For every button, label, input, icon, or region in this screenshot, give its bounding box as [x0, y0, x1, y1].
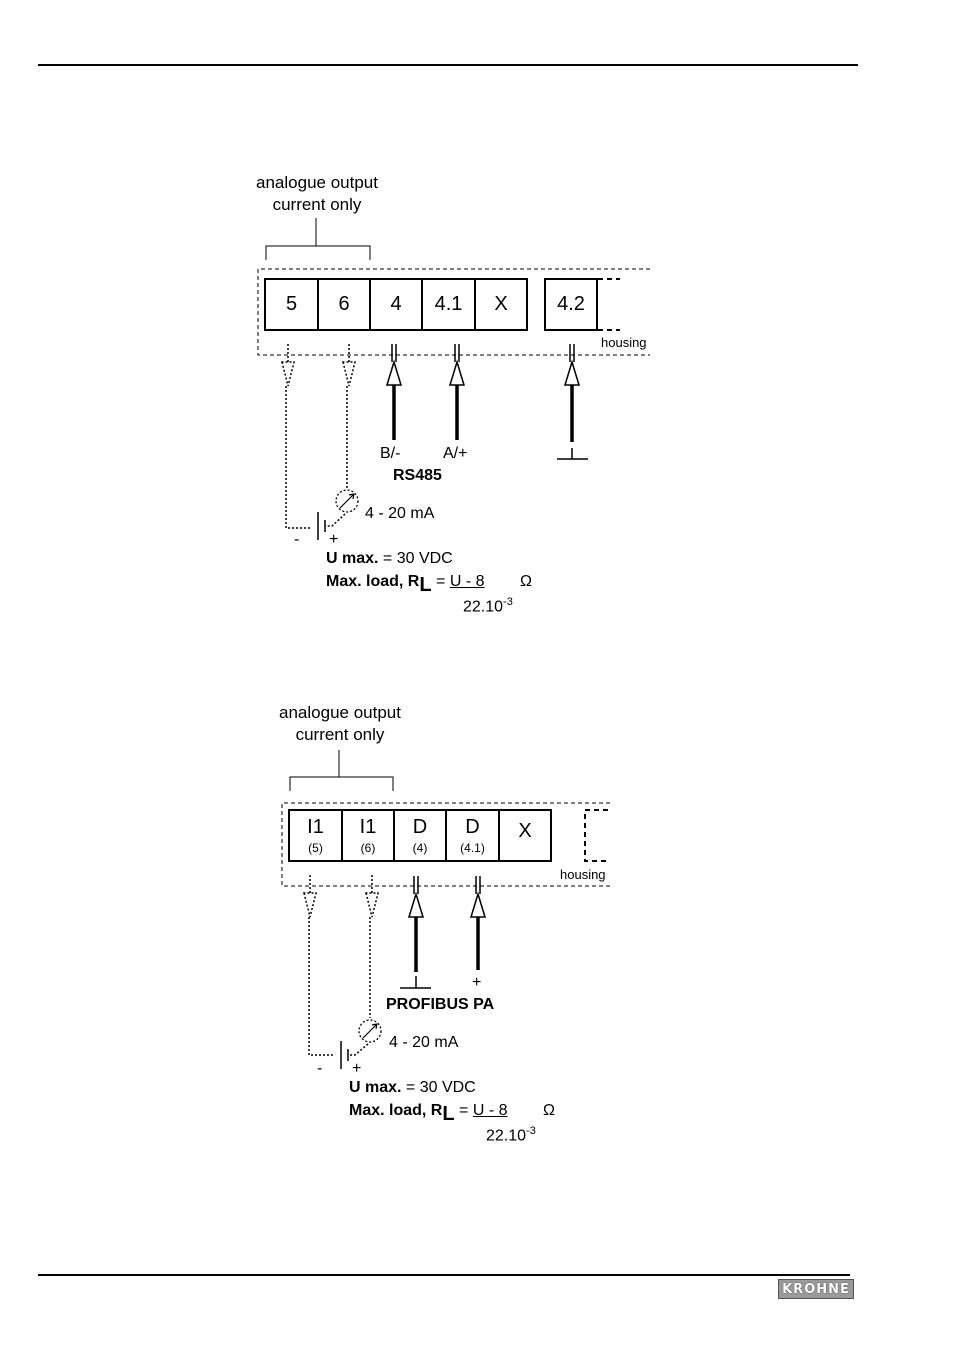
current-range-2: 4 - 20 mA: [389, 1034, 458, 1052]
terminal-d-4-1: D(4.1): [445, 809, 500, 862]
caption-line-1: analogue output: [240, 702, 440, 724]
terminal-i1-5: I1(5): [288, 809, 343, 862]
krohne-logo: KROHNE: [778, 1279, 854, 1299]
housing-label-2: housing: [560, 867, 606, 882]
bus-plus-label-2: +: [472, 974, 481, 992]
plus-sign-2: +: [352, 1060, 361, 1078]
caption-analogue-output-2: analogue output current only: [240, 702, 440, 746]
umax-spec-2: U max. = 30 VDC: [349, 1079, 476, 1097]
bus-name-2: PROFIBUS PA: [386, 996, 494, 1014]
terminal-i1-6: I1(6): [341, 809, 395, 862]
terminal-x-2: X: [498, 809, 552, 862]
terminal-d-4: D(4): [393, 809, 447, 862]
terminal-strip-2: I1(5) I1(6) D(4) D(4.1) X: [290, 809, 552, 862]
max-load-spec-2: Max. load, RL = U - 8: [349, 1102, 507, 1126]
load-denominator-2: 22.10-3: [486, 1125, 536, 1145]
minus-sign-2: -: [317, 1060, 322, 1078]
caption-line-2: current only: [240, 724, 440, 746]
load-unit-2: Ω: [543, 1102, 555, 1120]
